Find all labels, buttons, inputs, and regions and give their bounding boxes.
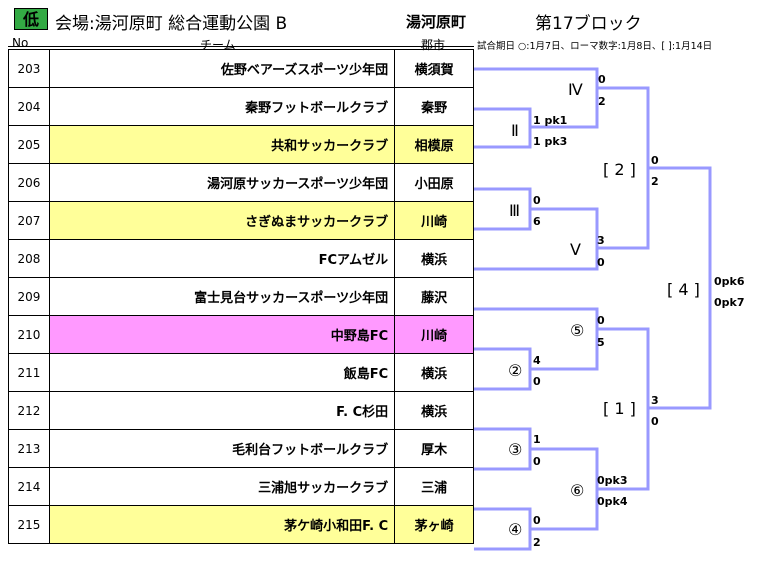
level-badge: 低 (14, 8, 48, 30)
score-top: 0 (598, 73, 606, 86)
team-city: 秦野 (394, 87, 474, 126)
team-name: FCアムゼル (48, 239, 396, 278)
score-bottom: 0 (533, 375, 541, 388)
team-name: 毛利台フットボールクラブ (48, 429, 396, 468)
score-bottom: 0 (597, 256, 605, 269)
team-number: 203 (8, 49, 50, 88)
bracket-line (597, 327, 650, 491)
score-bottom: 0 (533, 455, 541, 468)
bracket-line (474, 507, 532, 551)
match-label: Ⅱ (511, 121, 519, 140)
header-divider (8, 46, 474, 47)
team-number: 208 (8, 239, 50, 278)
bracket-line (474, 207, 599, 271)
score-top: 0 (597, 314, 605, 327)
match-label: ④ (508, 520, 522, 539)
score-top: 0 (533, 514, 541, 527)
team-city: 藤沢 (394, 277, 474, 316)
score-bottom: 1 pk3 (533, 135, 567, 148)
town-label: 湯河原町 (406, 13, 467, 31)
team-number: 207 (8, 201, 50, 240)
match-label: [ 2 ] (603, 160, 636, 179)
match-label: Ⅲ (509, 201, 520, 220)
score-top: 1 pk1 (533, 114, 567, 127)
score-bottom: 0 (651, 415, 659, 428)
score-bottom: 0pk4 (597, 495, 628, 508)
match-label: ⑤ (570, 321, 584, 340)
score-top: 3 (597, 234, 605, 247)
score-bottom: 2 (651, 175, 659, 188)
team-city: 横浜 (394, 391, 474, 430)
score-top: 0 (533, 194, 541, 207)
match-label: ② (508, 361, 522, 380)
team-city: 三浦 (394, 467, 474, 506)
match-label: ③ (508, 440, 522, 459)
team-city: 厚木 (394, 429, 474, 468)
block-title: 第17ブロック (535, 14, 642, 34)
score-bottom: 6 (533, 215, 541, 228)
score-top: 0 (651, 154, 659, 167)
column-header-city: 郡市 (421, 38, 446, 52)
score-top: 3 (651, 394, 659, 407)
date-legend: 試合期日 ○:1月7日、ローマ数字:1月8日、[ ]:1月14日 (477, 41, 713, 52)
team-number: 206 (8, 163, 50, 202)
team-city: 横須賀 (394, 49, 474, 88)
bracket-line (530, 447, 599, 531)
score-top: 4 (533, 354, 541, 367)
team-name: 秦野フットボールクラブ (48, 87, 396, 126)
bracket-line (474, 187, 532, 231)
bracket-line (474, 107, 532, 149)
venue-title: 会場:湯河原町 総合運動公園 B (55, 14, 288, 34)
score-top: 1 (533, 433, 541, 446)
team-name: 三浦旭サッカークラブ (48, 467, 396, 506)
match-label: Ⅳ (568, 80, 583, 99)
score-bottom: 2 (598, 95, 606, 108)
team-name: 佐野ベアーズスポーツ少年団 (48, 49, 396, 88)
score-top: 0pk3 (597, 474, 628, 487)
team-city: 小田原 (394, 163, 474, 202)
bracket-line (474, 347, 532, 391)
team-number: 204 (8, 87, 50, 126)
score-bottom: 2 (533, 536, 541, 549)
match-label: Ⅴ (570, 240, 581, 259)
team-number: 210 (8, 315, 50, 354)
match-label: [ 4 ] (667, 280, 700, 299)
team-name: 茅ケ崎小和田F. C (48, 505, 396, 544)
team-name: 共和サッカークラブ (48, 125, 396, 164)
match-label: ⑥ (570, 481, 584, 500)
team-city: 川崎 (394, 201, 474, 240)
team-number: 214 (8, 467, 50, 506)
team-name: 湯河原サッカースポーツ少年団 (48, 163, 396, 202)
team-city: 横浜 (394, 239, 474, 278)
score-bottom: 0pk7 (714, 296, 745, 309)
column-header-team: チーム (200, 38, 236, 52)
team-number: 209 (8, 277, 50, 316)
team-city: 川崎 (394, 315, 474, 354)
match-label: [ 1 ] (603, 399, 636, 418)
team-city: 茅ヶ崎 (394, 505, 474, 544)
score-top: 0pk6 (714, 275, 745, 288)
score-bottom: 5 (597, 336, 605, 349)
bracket-line (648, 166, 712, 410)
bracket-line (474, 307, 599, 371)
